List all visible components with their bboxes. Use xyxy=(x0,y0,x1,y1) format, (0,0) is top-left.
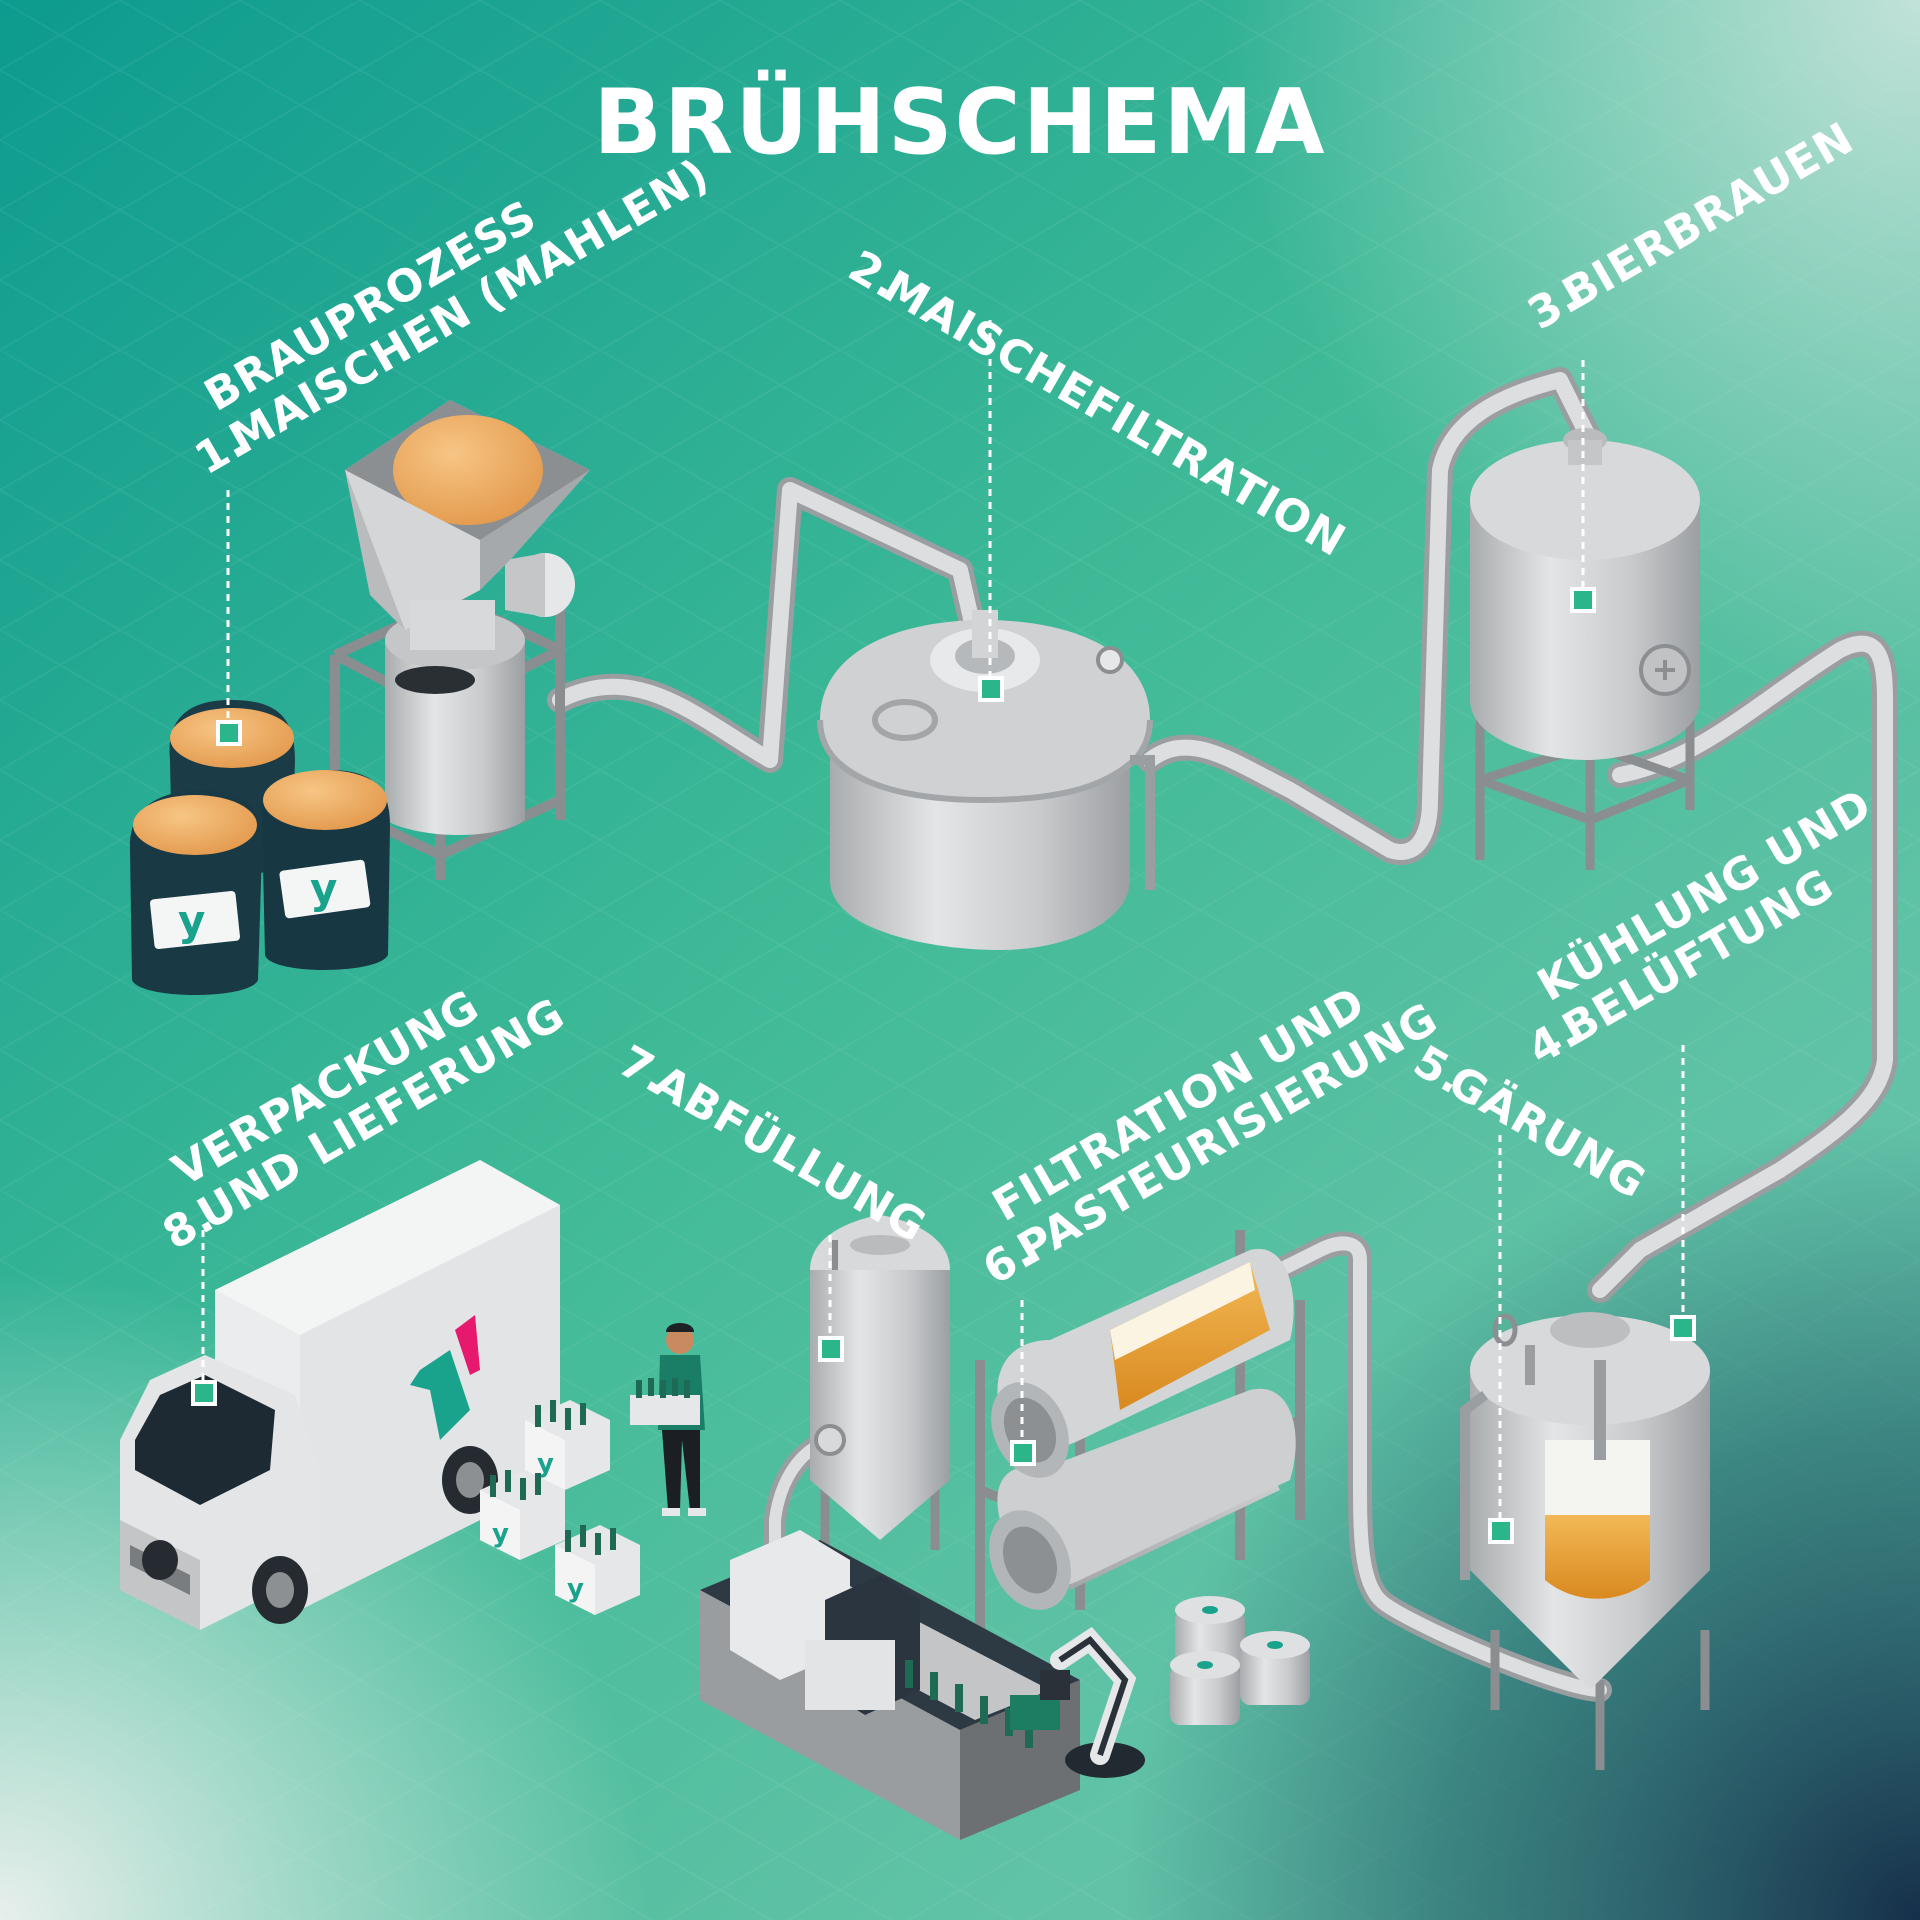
conveyor xyxy=(700,1530,1080,1840)
step-2-marker xyxy=(978,676,1004,702)
step-3-marker xyxy=(1570,587,1596,613)
worker xyxy=(630,1323,706,1516)
pipe-network xyxy=(547,367,1898,1702)
step-8-marker xyxy=(191,1380,217,1406)
leader-lines xyxy=(201,320,1685,1525)
filter-tanks xyxy=(975,1230,1305,1640)
svg-text:y: y xyxy=(567,1574,584,1604)
step-7-marker xyxy=(818,1336,844,1362)
grain-mill xyxy=(330,400,590,880)
kegs xyxy=(1170,1596,1310,1725)
step-1-marker xyxy=(216,720,242,746)
step-markers xyxy=(191,587,1696,1544)
step-5-marker xyxy=(1488,1518,1514,1544)
svg-text:y: y xyxy=(492,1519,509,1549)
robot-arm xyxy=(1040,1626,1145,1778)
grain-sacks: y y xyxy=(129,700,390,995)
step-4-marker xyxy=(1670,1315,1696,1341)
bottle-crates: y y y xyxy=(480,1400,640,1615)
brew-kettle xyxy=(1470,428,1700,870)
truck xyxy=(120,1160,560,1630)
bottling-tank xyxy=(810,1215,950,1560)
svg-text:y: y xyxy=(537,1449,554,1479)
svg-text:y: y xyxy=(178,896,205,945)
step-6-marker xyxy=(1010,1440,1036,1466)
fermentation-tank xyxy=(1460,1312,1710,1770)
mash-tun xyxy=(817,610,1155,950)
diagram-title: BRÜHSCHEMA xyxy=(593,70,1327,175)
svg-text:y: y xyxy=(310,864,337,913)
